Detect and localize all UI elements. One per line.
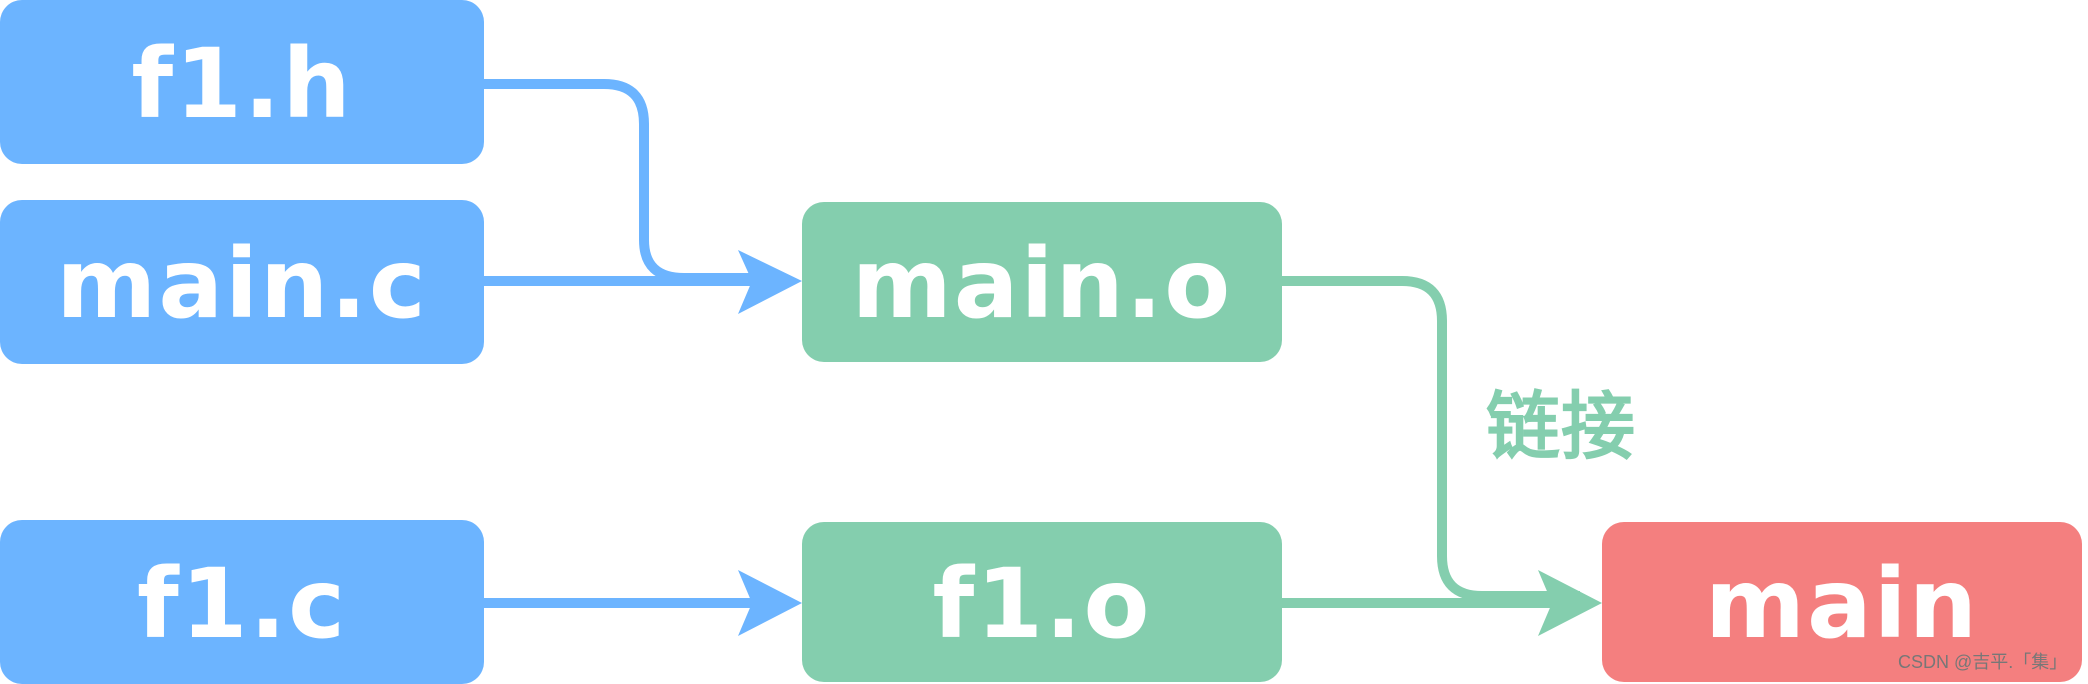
node-f1-c: f1.c [0,520,484,684]
node-f1-h: f1.h [0,0,484,164]
node-label: f1.c [137,548,347,660]
connector-maino-to-main [1282,276,1580,601]
arrowhead-to-main [1538,570,1602,636]
arrowhead-to-maino [738,250,802,314]
arrowhead-to-f1o [738,570,802,636]
node-label: main.o [851,228,1233,340]
connector-f1h-to-maino [484,79,780,283]
watermark: CSDN @吉平.「集」 [1898,652,2068,672]
node-label: main.c [56,228,428,340]
node-main-c: main.c [0,200,484,364]
node-label: f1.o [932,548,1152,660]
node-main-o: main.o [802,202,1282,362]
node-f1-o: f1.o [802,522,1282,682]
node-label: main [1704,548,1980,660]
link-step-label: 链接 [1486,384,1636,470]
node-main: main [1602,522,2082,682]
node-label: f1.h [131,28,353,140]
